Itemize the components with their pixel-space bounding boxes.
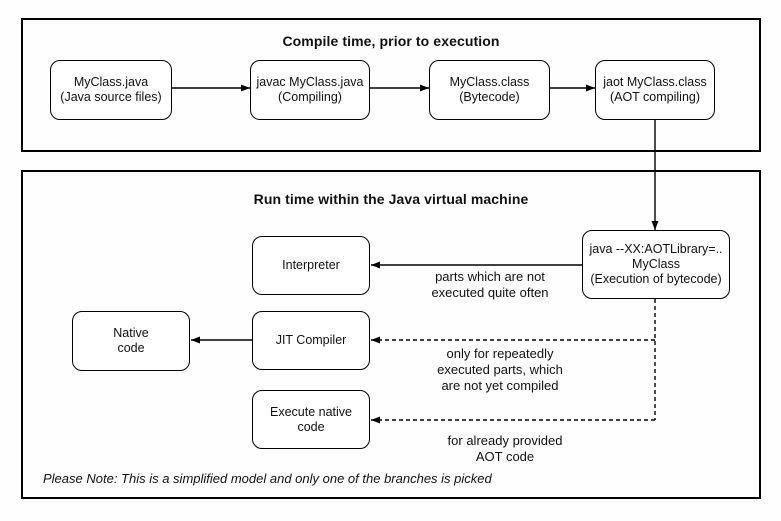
node-myclass-class-line2: (Bytecode) bbox=[459, 90, 520, 104]
node-jaot-aot-compiling-line1: jaot MyClass.class bbox=[603, 75, 707, 89]
node-myclass-class: MyClass.class (Bytecode) bbox=[429, 60, 550, 120]
node-native-code: Native code bbox=[72, 311, 190, 371]
node-execute-native-code: Execute native code bbox=[252, 390, 370, 449]
compile-time-panel: Compile time, prior to execution MyClass… bbox=[21, 18, 761, 152]
runtime-title: Run time within the Java virtual machine bbox=[253, 191, 529, 207]
runtime-panel: Run time within the Java virtual machine… bbox=[21, 170, 761, 499]
node-jaot-aot-compiling: jaot MyClass.class (AOT compiling) bbox=[595, 60, 715, 120]
edge-label-to-jit-line3: are not yet compiled bbox=[441, 378, 559, 393]
node-execute-native-code-label: Execute native code bbox=[270, 404, 352, 434]
node-javac-compiling-line2: (Compiling) bbox=[278, 90, 342, 104]
node-interpreter-label: Interpreter bbox=[282, 258, 340, 272]
edge-label-to-execute-native: for already provided AOT code bbox=[415, 433, 595, 465]
node-native-code-line1: Native bbox=[113, 326, 149, 340]
node-myclass-java-line1: MyClass.java bbox=[73, 75, 149, 89]
edge-label-to-interpreter-line2: executed quite often bbox=[431, 285, 549, 300]
compile-time-title: Compile time, prior to execution bbox=[282, 33, 500, 49]
node-interpreter: Interpreter bbox=[252, 236, 370, 295]
node-native-code-line2: code bbox=[117, 341, 145, 355]
node-myclass-java-line2: (Java source files) bbox=[60, 90, 162, 104]
edge-label-to-jit-line2: executed parts, which bbox=[437, 362, 563, 377]
edge-label-to-interpreter-line1: parts which are not bbox=[435, 269, 545, 284]
node-javac-compiling: javac MyClass.java (Compiling) bbox=[250, 60, 370, 120]
node-java-execution-line1: java --XX:AOTLibrary=.. bbox=[589, 242, 723, 256]
node-java-execution-line2: MyClass bbox=[632, 257, 680, 271]
node-java-execution-line3: (Execution of bytecode) bbox=[590, 272, 722, 286]
edge-label-to-execute-native-line1: for already provided bbox=[447, 433, 563, 448]
edge-label-to-execute-native-line2: AOT code bbox=[475, 449, 535, 464]
edge-label-to-jit-line1: only for repeatedly bbox=[446, 346, 554, 361]
node-jaot-aot-compiling-line2: (AOT compiling) bbox=[609, 90, 701, 104]
node-jit-compiler: JIT Compiler bbox=[252, 311, 370, 370]
node-myclass-java: MyClass.java (Java source files) bbox=[50, 60, 172, 120]
node-myclass-class-line1: MyClass.class bbox=[449, 75, 530, 89]
node-java-execution: java --XX:AOTLibrary=.. MyClass (Executi… bbox=[582, 230, 730, 299]
edge-label-to-jit: only for repeatedly executed parts, whic… bbox=[410, 346, 590, 394]
node-javac-compiling-line1: javac MyClass.java bbox=[256, 75, 364, 89]
note-text: Please Note: This is a simplified model … bbox=[43, 471, 492, 486]
node-jit-compiler-label: JIT Compiler bbox=[275, 333, 347, 347]
edge-label-to-interpreter: parts which are not executed quite often bbox=[410, 269, 570, 301]
